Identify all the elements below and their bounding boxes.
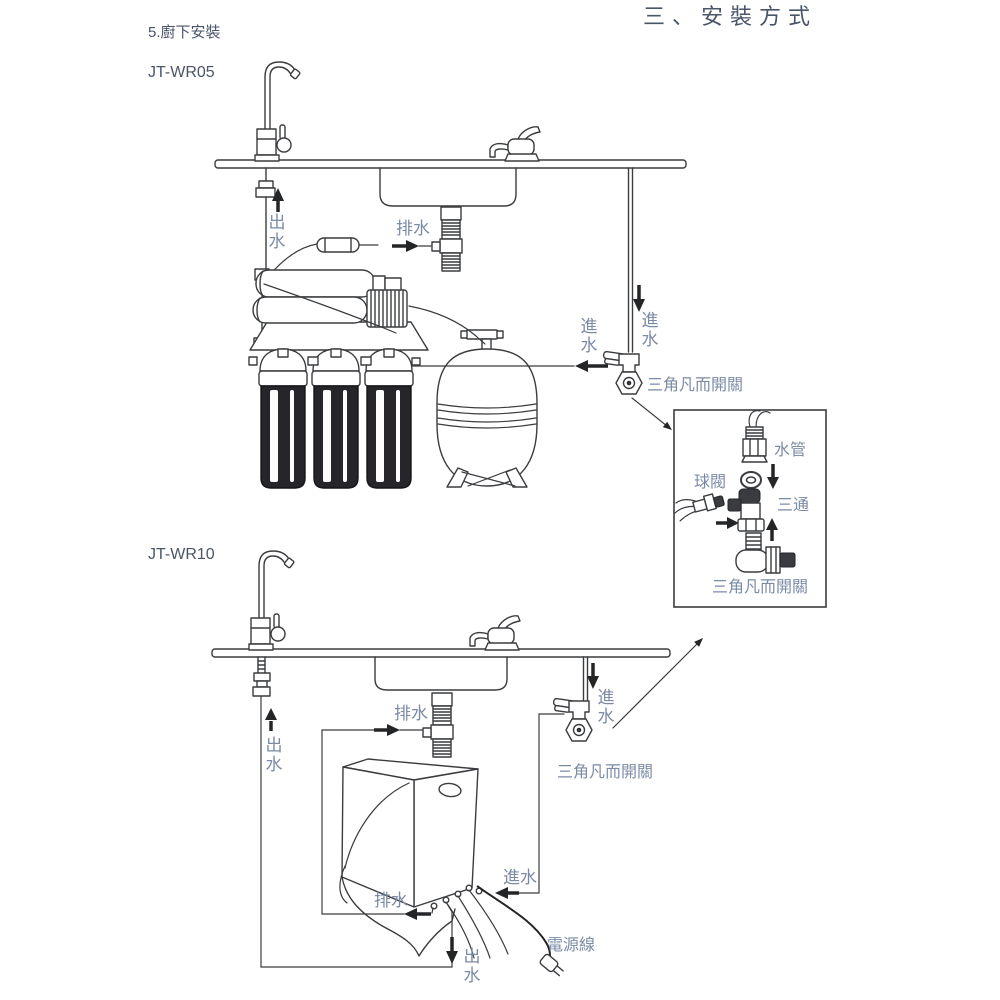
power-cord [476, 885, 552, 961]
label-out-water: 出水 [266, 213, 286, 251]
counter-top [211, 648, 671, 658]
storage-tank [436, 329, 538, 488]
label-tee: 三通 [777, 496, 809, 514]
label-in-water-unit: 進水 [503, 868, 537, 887]
membrane-housing [252, 269, 386, 324]
cartridge-heads [248, 348, 421, 372]
water-pipe-fitting [741, 410, 771, 463]
label-detail-angle-valve: 三角凡而開關 [712, 578, 808, 596]
pointer-arrow [631, 397, 668, 427]
sink-basin [379, 167, 517, 207]
arrow-right-head [406, 240, 419, 252]
label-angle-valve: 三角凡而開關 [557, 763, 653, 781]
sink-basin [374, 656, 508, 691]
filter-unit [248, 269, 429, 489]
arrow-up-head [272, 188, 284, 201]
model-label-wr10: JT-WR10 [148, 546, 215, 563]
counter-top [214, 159, 687, 169]
ball-valve [674, 493, 725, 522]
label-drain-unit: 排水 [374, 891, 408, 910]
pointer-arrow [612, 642, 699, 729]
supply-pipe [627, 167, 634, 353]
label-out-water-faucet: 出水 [263, 736, 283, 774]
angle-valve-part [735, 532, 796, 574]
arrow-down-head [633, 299, 645, 312]
pump [366, 277, 408, 328]
label-in-water-valve: 進水 [595, 688, 615, 726]
power-plug [539, 953, 564, 977]
label-in-water-pipe: 進水 [639, 311, 659, 349]
filter-cartridges [258, 370, 414, 489]
inline-filter [316, 237, 379, 253]
drain-line [321, 729, 405, 915]
pump-to-tank-tube [408, 305, 486, 345]
hose [445, 901, 475, 959]
label-in-water-tank: 進水 [578, 317, 598, 355]
hose [468, 889, 509, 955]
label-drain: 排水 [396, 219, 430, 238]
bracket [249, 321, 429, 351]
section-label: 5.廚下安裝 [148, 23, 221, 41]
vent-oval [438, 782, 462, 798]
arrow-left-head [575, 360, 588, 372]
label-water-pipe: 水管 [774, 441, 806, 459]
tee-fitting [727, 488, 765, 532]
page-title: 三、安裝方式 [643, 4, 817, 29]
label-ball-valve: 球閥 [694, 473, 726, 491]
detail-box: 水管 球閥 三通 [673, 409, 827, 608]
unit-base [341, 876, 456, 957]
diagonal-tube [263, 283, 397, 334]
hose [457, 895, 491, 959]
jt-wr05-diagram: 出水 排水 [214, 61, 743, 489]
under-sink-unit [339, 758, 509, 959]
faucet-shank [252, 656, 271, 697]
label-out-water-unit: 出水 [461, 947, 481, 985]
jt-wr10-diagram: 出水 排水 進水 三角凡而開關 [211, 550, 703, 985]
model-label-wr05: JT-WR05 [148, 64, 215, 81]
label-power-cord: 電源線 [547, 936, 595, 954]
supply-pipe [582, 656, 589, 702]
label-drain-sink: 排水 [394, 704, 428, 723]
o-ring [740, 471, 762, 489]
label-angle-valve: 三角凡而開關 [647, 376, 743, 394]
in-water-line [518, 713, 565, 894]
